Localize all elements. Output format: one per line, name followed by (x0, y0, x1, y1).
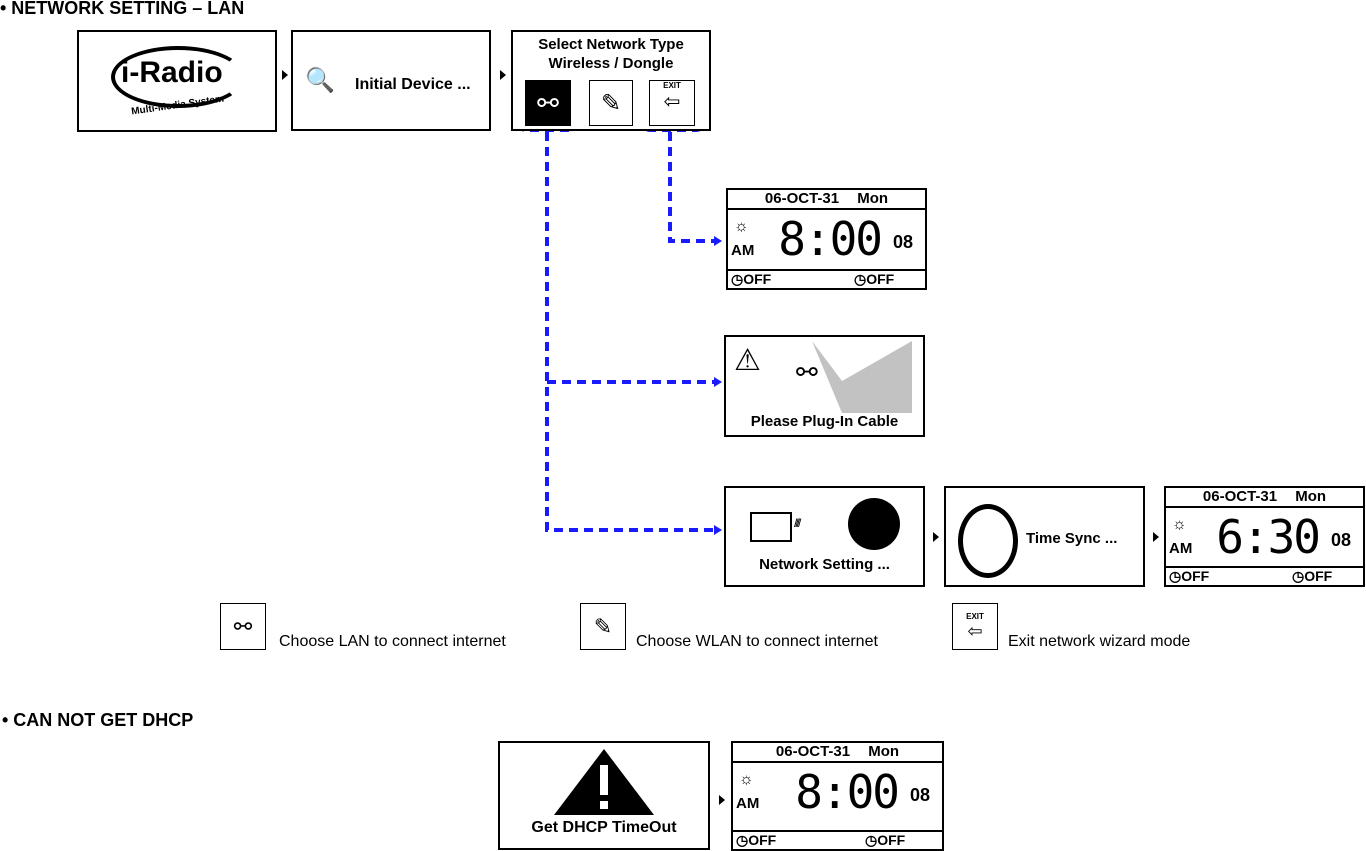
logo-brand: i-Radio (121, 56, 223, 89)
initial-device-label: Initial Device ... (355, 76, 471, 93)
select-subtitle: Wireless / Dongle (548, 55, 674, 72)
watch-icon (958, 504, 1018, 578)
exit-text: EXIT (663, 81, 681, 90)
alarm1-status: ◷OFF (1169, 568, 1210, 584)
time-sync-screen: Time Sync ... (944, 486, 1145, 587)
warning-icon: ⚠ (734, 344, 761, 377)
alarm1-status: ◷OFF (731, 271, 772, 287)
signal-icon: //// (794, 516, 801, 530)
select-title: Select Network Type (538, 36, 684, 53)
alarm2-status: ◷OFF (1292, 568, 1333, 584)
clock-time: 8:00 (778, 212, 883, 266)
lan-connector (545, 132, 714, 532)
device-icon (750, 512, 792, 542)
legend-wlan: Choose WLAN to connect internet (636, 633, 878, 650)
warning-icon (554, 749, 654, 815)
dhcp-label: Get DHCP TimeOut (531, 819, 677, 836)
clock-seconds: 08 (1330, 530, 1351, 550)
clock-date: 06-OCT-31 Mon (733, 743, 942, 763)
arrow-icon (933, 532, 939, 542)
alarm-icon: ◷ (1169, 568, 1182, 584)
lan-cable-icon: ⚯ (220, 603, 266, 650)
clock-ampm: AM (731, 242, 755, 259)
alarm-icon: ◷ (854, 271, 867, 287)
logo-screen: i-Radio Multi-Media System (77, 30, 277, 132)
search-icon: 🔍 (305, 67, 335, 94)
alarm-icon: ◷ (1292, 568, 1305, 584)
alarm2-status: ◷OFF (854, 271, 895, 287)
clock-time: 8:00 (795, 765, 900, 819)
arrow-icon (719, 795, 725, 805)
initial-device-screen: 🔍 Initial Device ... (291, 30, 491, 131)
clock-date: 06-OCT-31 Mon (728, 190, 925, 210)
arrow-icon (500, 70, 506, 80)
dhcp-timeout-screen: Get DHCP TimeOut (498, 741, 710, 850)
section-heading-lan: • NETWORK SETTING – LAN (0, 0, 245, 18)
alarm2-status: ◷OFF (865, 832, 906, 848)
cable-plug-icon: ⚯ (796, 357, 818, 387)
clock-screen: 06-OCT-31 Mon ☼ AM 6:30 08 ◷OFF ◷OFF (1164, 486, 1365, 587)
sun-icon: ☼ (1172, 516, 1187, 533)
wlan-dongle-icon: ✎ (580, 603, 626, 650)
network-setting-label: Network Setting ... (759, 556, 890, 573)
exit-icon: EXIT⇦ (952, 603, 998, 650)
alarm-icon: ◷ (731, 271, 744, 287)
clock-time: 6:30 (1216, 510, 1321, 564)
exit-connector (668, 132, 714, 243)
time-sync-label: Time Sync ... (1026, 530, 1118, 547)
lan-cable-icon[interactable]: ⚯ (525, 80, 571, 126)
plug-cable-screen: ⚠ ⚯ Please Plug-In Cable (724, 335, 925, 437)
alarm-icon: ◷ (736, 832, 749, 848)
section-heading-dhcp: • CAN NOT GET DHCP (2, 710, 194, 730)
globe-icon (848, 498, 900, 550)
wall-socket-icon (812, 341, 912, 413)
clock-ampm: AM (1169, 540, 1193, 557)
wlan-dongle-icon[interactable]: ✎ (589, 80, 633, 126)
alarm-icon: ◷ (865, 832, 878, 848)
legend-lan: Choose LAN to connect internet (279, 633, 506, 650)
legend-exit: Exit network wizard mode (1008, 633, 1191, 650)
clock-seconds: 08 (909, 785, 930, 805)
logo-swoosh (111, 46, 245, 108)
sun-icon: ☼ (739, 771, 754, 788)
exit-icon[interactable]: EXIT⇦ (649, 80, 695, 126)
sun-icon: ☼ (734, 218, 749, 235)
clock-ampm: AM (736, 795, 760, 812)
clock-screen: 06-OCT-31 Mon ☼ AM 8:00 08 ◷OFF ◷OFF (731, 741, 944, 851)
clock-seconds: 08 (892, 232, 913, 252)
clock-screen: 06-OCT-31 Mon ☼ AM 8:00 08 ◷OFF ◷OFF (726, 188, 927, 290)
network-setting-screen: //// Network Setting ... (724, 486, 925, 587)
clock-date: 06-OCT-31 Mon (1166, 488, 1363, 508)
plug-label: Please Plug-In Cable (750, 413, 899, 430)
arrow-icon (1153, 532, 1159, 542)
arrow-icon (282, 70, 288, 80)
alarm1-status: ◷OFF (736, 832, 777, 848)
